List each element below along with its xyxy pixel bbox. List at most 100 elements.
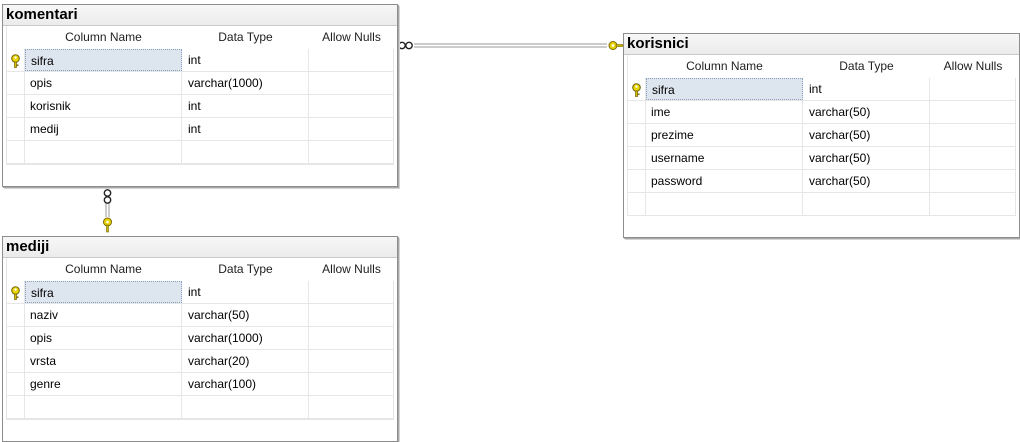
row-selector[interactable] <box>7 396 25 418</box>
allow-nulls-cell[interactable] <box>309 141 394 163</box>
header-column-name[interactable]: Column Name <box>65 30 142 44</box>
header-allow-nulls[interactable]: Allow Nulls <box>943 59 1003 73</box>
data-type-cell[interactable]: int <box>803 78 930 100</box>
data-type-cell[interactable]: int <box>182 281 309 303</box>
row-selector[interactable] <box>628 147 646 169</box>
column-name-cell[interactable]: sifra <box>25 49 182 71</box>
header-data-type[interactable]: Data Type <box>218 30 273 44</box>
header-data-type[interactable]: Data Type <box>218 262 273 276</box>
relationship-komentari-mediji[interactable] <box>103 189 112 233</box>
data-type-cell[interactable]: varchar(50) <box>803 124 930 146</box>
header-allow-nulls[interactable]: Allow Nulls <box>322 30 381 44</box>
data-type-cell[interactable] <box>803 193 930 215</box>
row-selector[interactable] <box>7 49 25 71</box>
row-selector[interactable] <box>7 373 25 395</box>
data-type-cell[interactable]: varchar(20) <box>182 350 309 372</box>
row-selector[interactable] <box>7 327 25 349</box>
row-selector[interactable] <box>628 78 646 100</box>
row-selector[interactable] <box>7 350 25 372</box>
empty-row[interactable] <box>7 396 394 419</box>
allow-nulls-cell[interactable] <box>309 350 394 372</box>
column-name-cell[interactable] <box>25 141 182 163</box>
data-type-cell[interactable] <box>182 141 309 163</box>
relationship-komentari-korisnici[interactable] <box>398 41 624 50</box>
empty-row[interactable] <box>7 141 394 164</box>
allow-nulls-cell[interactable] <box>309 49 394 71</box>
data-type-cell[interactable]: varchar(50) <box>182 304 309 326</box>
column-name-cell[interactable]: vrsta <box>25 350 182 372</box>
allow-nulls-cell[interactable] <box>309 95 394 117</box>
data-type-cell[interactable]: varchar(100) <box>182 373 309 395</box>
data-type-cell[interactable]: varchar(1000) <box>182 72 309 94</box>
column-name-cell[interactable]: medij <box>25 118 182 140</box>
column-name-cell[interactable]: username <box>646 147 803 169</box>
header-data-type[interactable]: Data Type <box>839 59 894 73</box>
allow-nulls-cell[interactable] <box>309 304 394 326</box>
data-type-cell[interactable]: varchar(50) <box>803 170 930 192</box>
empty-row[interactable] <box>628 193 1016 216</box>
row-selector[interactable] <box>7 141 25 163</box>
column-name-cell[interactable]: ime <box>646 101 803 123</box>
data-type-cell[interactable]: int <box>182 118 309 140</box>
row-selector[interactable] <box>628 124 646 146</box>
header-allow-nulls[interactable]: Allow Nulls <box>322 262 381 276</box>
allow-nulls-cell[interactable] <box>309 72 394 94</box>
allow-nulls-cell[interactable] <box>309 373 394 395</box>
data-type-cell[interactable] <box>182 396 309 418</box>
row-selector[interactable] <box>7 95 25 117</box>
allow-nulls-cell[interactable] <box>930 101 1016 123</box>
column-name-cell[interactable]: genre <box>25 373 182 395</box>
column-name-cell[interactable]: korisnik <box>25 95 182 117</box>
column-name-cell[interactable]: sifra <box>646 78 803 100</box>
column-name-cell[interactable]: opis <box>25 327 182 349</box>
column-name-cell[interactable]: naziv <box>25 304 182 326</box>
column-name-cell[interactable]: sifra <box>25 281 182 303</box>
data-type-cell[interactable]: varchar(1000) <box>182 327 309 349</box>
data-type-cell[interactable]: varchar(50) <box>803 101 930 123</box>
allow-nulls-cell[interactable] <box>309 281 394 303</box>
allow-nulls-cell[interactable] <box>930 124 1016 146</box>
allow-nulls-cell[interactable] <box>930 147 1016 169</box>
data-type-cell[interactable]: varchar(50) <box>803 147 930 169</box>
allow-nulls-cell[interactable] <box>930 170 1016 192</box>
column-name-cell[interactable] <box>25 396 182 418</box>
column-name-cell[interactable]: password <box>646 170 803 192</box>
column-name-cell[interactable]: prezime <box>646 124 803 146</box>
allow-nulls-cell[interactable] <box>930 193 1016 215</box>
allow-nulls-cell[interactable] <box>930 78 1016 100</box>
column-name-cell[interactable] <box>646 193 803 215</box>
header-column-name[interactable]: Column Name <box>686 59 763 73</box>
row-selector[interactable] <box>7 72 25 94</box>
data-type-cell[interactable]: int <box>182 49 309 71</box>
header-column-name[interactable]: Column Name <box>65 262 142 276</box>
row-selector[interactable] <box>628 170 646 192</box>
row-selector[interactable] <box>628 101 646 123</box>
row-selector[interactable] <box>7 304 25 326</box>
allow-nulls-cell[interactable] <box>309 396 394 418</box>
grid-footer <box>627 215 1016 234</box>
data-type-cell[interactable]: int <box>182 95 309 117</box>
column-name-cell[interactable]: opis <box>25 72 182 94</box>
row-selector[interactable] <box>7 118 25 140</box>
row-selector[interactable] <box>7 281 25 303</box>
allow-nulls-cell[interactable] <box>309 327 394 349</box>
row-selector[interactable] <box>628 193 646 215</box>
allow-nulls-cell[interactable] <box>309 118 394 140</box>
